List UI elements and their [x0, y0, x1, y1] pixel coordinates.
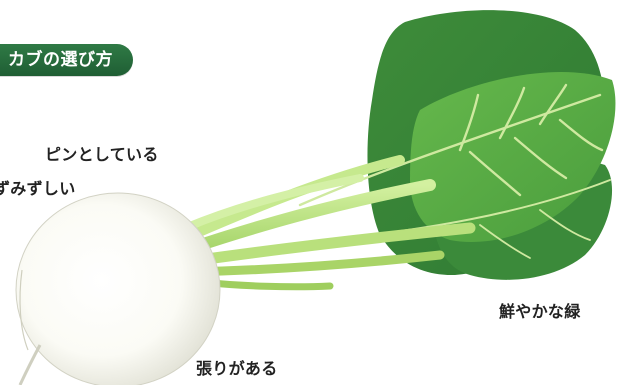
turnip-root: [16, 193, 220, 385]
label-firm: 張りがある: [196, 359, 278, 378]
leaf-middle: [410, 71, 616, 243]
label-fresh: ずみずしい: [0, 179, 76, 198]
taproot: [18, 344, 42, 385]
page-title: カブの選び方: [0, 44, 133, 76]
label-leaves-upright: ピンとしている: [45, 145, 159, 164]
label-vivid-green: 鮮やかな緑: [499, 302, 581, 321]
